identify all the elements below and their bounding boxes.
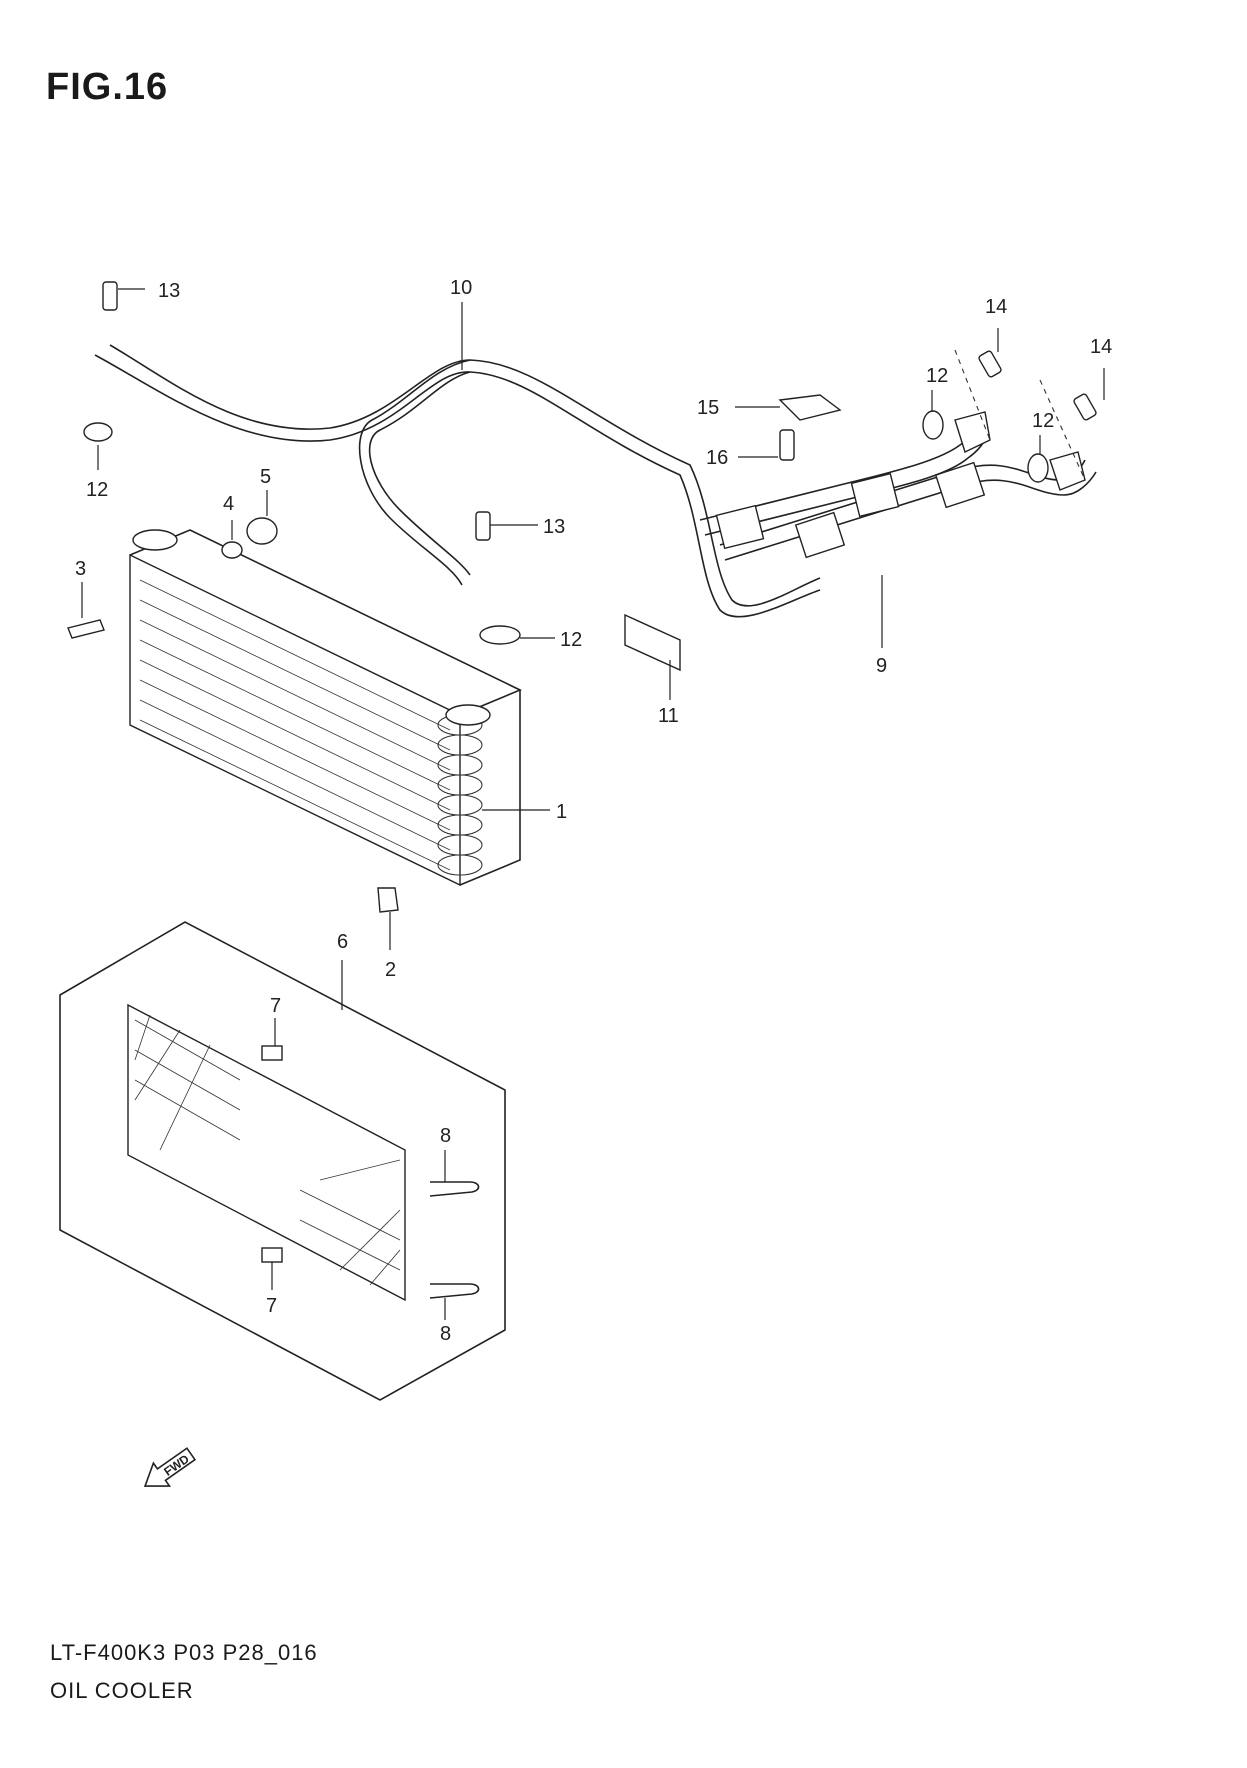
- callout-1: 1: [556, 801, 567, 823]
- figure-title: FIG.16: [46, 66, 169, 108]
- callout-10: 10: [450, 277, 472, 299]
- callout-7-upper: 7: [270, 995, 281, 1017]
- callout-labels: 13 10 14 14 12 12 15 16 12 4 5 3 13 12 1…: [75, 277, 1112, 1345]
- oil-cooler-guard-6: [59, 921, 506, 1401]
- callout-12-left: 12: [86, 479, 108, 501]
- clip-7-upper: [261, 1045, 283, 1061]
- callout-2: 2: [385, 959, 396, 981]
- oil-pipe-10: [94, 344, 821, 618]
- callout-3: 3: [75, 558, 86, 580]
- hose-end-fittings: [954, 349, 1086, 491]
- callout-13-top: 13: [158, 280, 180, 302]
- callout-13-mid: 13: [543, 516, 565, 538]
- oil-cooler-core-1: [129, 529, 522, 887]
- callout-leaders: [81, 288, 1105, 1320]
- callout-5: 5: [260, 466, 271, 488]
- clip-7-lower: [261, 1247, 283, 1263]
- forward-arrow-icon: FWD: [143, 1447, 197, 1487]
- callout-7-lower: 7: [266, 1295, 277, 1317]
- model-code: LT-F400K3 P03 P28_016: [50, 1640, 318, 1665]
- callout-12-right-a: 12: [926, 365, 948, 387]
- callout-14-left: 14: [985, 296, 1007, 318]
- callout-15: 15: [697, 397, 719, 419]
- cooler-small-parts: [67, 281, 1097, 913]
- callout-12-mid: 12: [560, 629, 582, 651]
- callout-9: 9: [876, 655, 887, 677]
- callout-6: 6: [337, 931, 348, 953]
- diagram-caption: OIL COOLER: [50, 1678, 194, 1703]
- callout-16: 16: [706, 447, 728, 469]
- bolt-13-mid: [475, 511, 491, 541]
- bolt-13-top: [102, 281, 118, 311]
- callout-14-right: 14: [1090, 336, 1112, 358]
- callout-11: 11: [658, 705, 679, 727]
- callout-8-upper: 8: [440, 1125, 451, 1147]
- callout-4: 4: [223, 493, 234, 515]
- oil-hose-9: [719, 459, 1097, 561]
- callout-8-lower: 8: [440, 1323, 451, 1345]
- callout-12-right-b: 12: [1032, 410, 1054, 432]
